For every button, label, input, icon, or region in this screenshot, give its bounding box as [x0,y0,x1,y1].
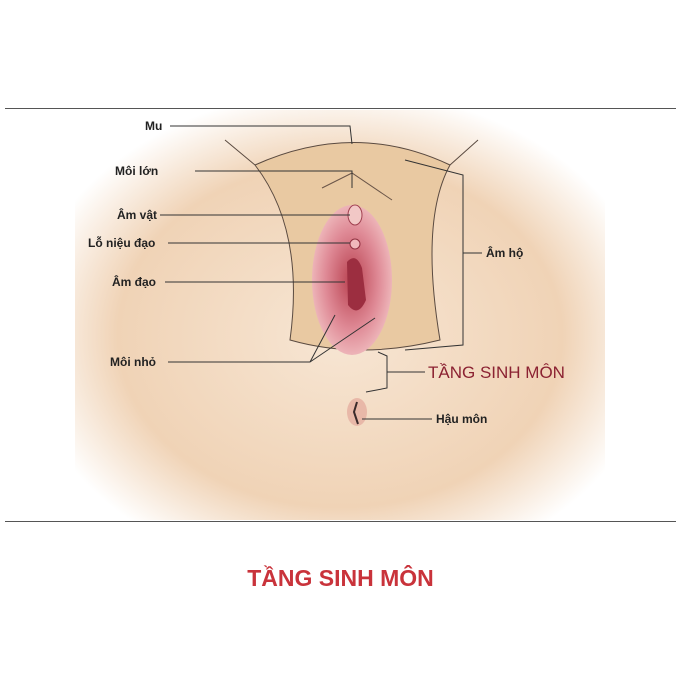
leader-lines [160,125,482,420]
figure-caption: TẦNG SINH MÔN [247,565,434,591]
label-moi-lon: Môi lớn [115,164,158,178]
bottom-divider [5,521,676,522]
top-divider [5,108,676,109]
label-mu: Mu [145,119,162,133]
label-am-vat: Âm vật [117,207,157,222]
label-lo-nieu-dao: Lỗ niệu đạo [88,235,155,250]
label-moi-nho: Môi nhỏ [110,355,156,369]
label-hau-mon: Hậu môn [436,412,487,426]
label-tang-sinh-mon: TẦNG SINH MÔN [428,363,565,382]
label-am-dao: Âm đạo [112,274,156,289]
illustration [75,110,605,520]
label-am-ho: Âm hộ [486,245,523,260]
